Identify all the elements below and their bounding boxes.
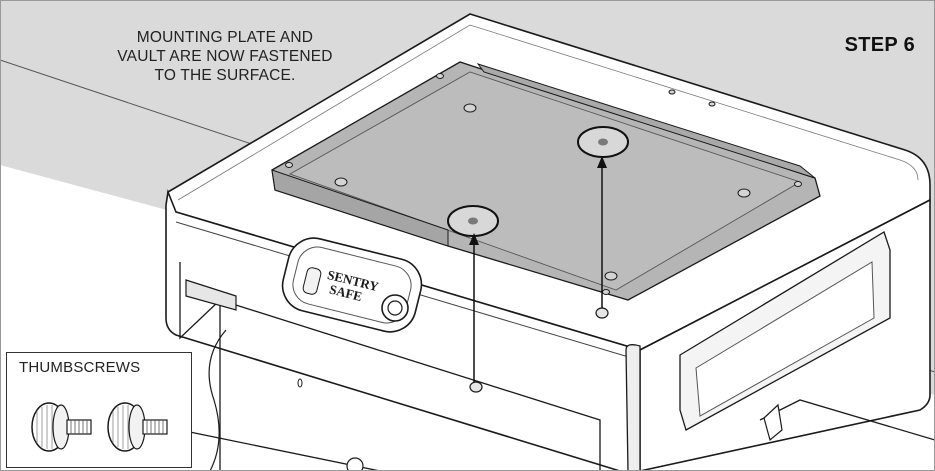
bottom-screw-left xyxy=(469,381,483,393)
bottom-screw-right xyxy=(595,307,609,319)
top-hole xyxy=(708,101,716,107)
vault-corner xyxy=(625,344,641,471)
side-tab xyxy=(763,403,783,442)
thumbscrew-thread-lines xyxy=(146,420,164,434)
instruction-caption: MOUNTING PLATE AND VAULT ARE NOW FASTENE… xyxy=(60,28,390,85)
lock-knob-center xyxy=(387,300,403,316)
thumbscrews-title: THUMBSCREWS xyxy=(19,359,141,376)
top-hole xyxy=(668,89,676,95)
highlight-hole-left xyxy=(468,217,478,225)
plate-hole xyxy=(436,73,444,79)
bottom-knob xyxy=(346,457,364,471)
status-light xyxy=(302,267,322,295)
thumbscrew-1 xyxy=(31,402,92,452)
caption-line: VAULT ARE NOW FASTENED xyxy=(117,48,333,65)
cable xyxy=(208,329,227,471)
plate-hole xyxy=(285,162,293,168)
thumbscrew-thread-lines xyxy=(70,420,88,434)
plate-screw xyxy=(334,177,348,187)
thumbscrews-illustration xyxy=(31,402,168,452)
caption-line: TO THE SURFACE. xyxy=(154,67,296,84)
plate-flange-left xyxy=(271,169,449,247)
side-handle-inner xyxy=(695,261,875,417)
plate-flange-right xyxy=(476,63,816,179)
plate-hole xyxy=(794,181,802,187)
thumbscrews-inset: THUMBSCREWS xyxy=(6,352,192,468)
thumbscrew-2 xyxy=(107,402,168,452)
vault-top-inner-edge xyxy=(177,24,919,201)
lock-panel-inner xyxy=(292,246,412,324)
plate-screws xyxy=(285,73,802,295)
plate-screw xyxy=(463,103,477,113)
thumbscrew-knurl xyxy=(36,405,58,449)
highlight-hole-right xyxy=(598,138,608,146)
arrow-left-head xyxy=(469,233,479,245)
arrow-right-head xyxy=(597,156,607,168)
under-bracket xyxy=(185,279,237,311)
step-label: STEP 6 xyxy=(844,34,915,56)
plate-screw xyxy=(604,271,618,281)
plate-screw xyxy=(737,188,751,198)
thumbscrew-knurl xyxy=(112,405,134,449)
front-detail xyxy=(297,378,303,388)
caption-line: MOUNTING PLATE AND xyxy=(136,29,314,46)
plate-hole xyxy=(602,289,610,295)
